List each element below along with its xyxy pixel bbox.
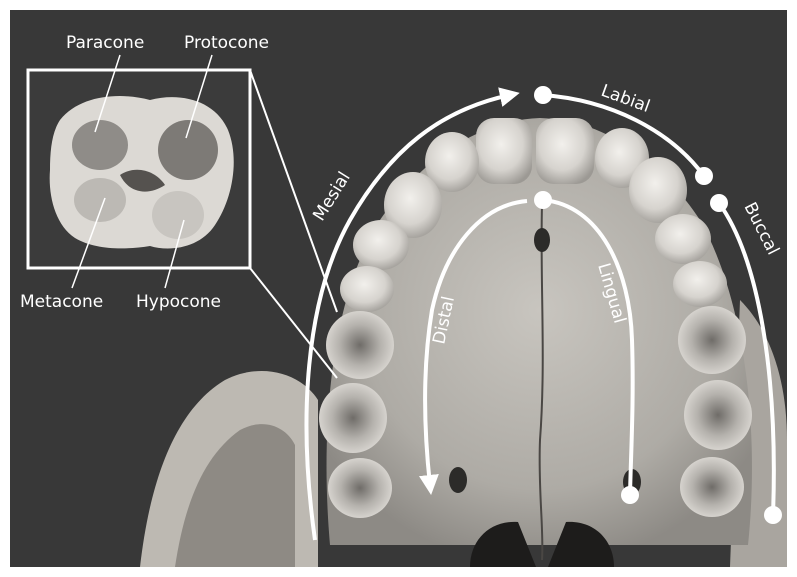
labial-start-dot — [534, 86, 552, 104]
tooth-molar — [678, 306, 746, 374]
lingual-start-dot — [534, 191, 552, 209]
tooth-molar — [684, 380, 752, 450]
protocone-cusp — [158, 120, 218, 180]
incisive-foramen — [534, 228, 550, 252]
paracone-cusp — [72, 120, 128, 170]
paracone-label: Paracone — [66, 33, 144, 53]
metacone-label: Metacone — [20, 292, 103, 312]
tooth-premolar — [340, 266, 394, 312]
buccal-end-dot — [764, 506, 782, 524]
tooth-canine — [629, 157, 687, 223]
hypocone-cusp — [152, 191, 204, 239]
tooth-molar — [326, 311, 394, 379]
metacone-cusp — [74, 178, 126, 222]
hypocone-label: Hypocone — [136, 292, 221, 312]
tooth-incisor — [536, 118, 594, 184]
tooth-incisor — [476, 118, 532, 184]
tooth-molar — [680, 457, 744, 517]
palatine-foramen-left — [449, 467, 467, 493]
protocone-label: Protocone — [184, 33, 269, 53]
tooth-premolar — [673, 261, 727, 307]
lingual-end-dot — [621, 486, 639, 504]
tooth-premolar — [353, 220, 409, 270]
buccal-start-dot — [710, 194, 728, 212]
labial-end-dot — [695, 167, 713, 185]
tooth-premolar — [655, 214, 711, 264]
tooth-molar — [319, 383, 387, 453]
molar-inset — [28, 70, 250, 268]
tooth-molar — [328, 458, 392, 518]
